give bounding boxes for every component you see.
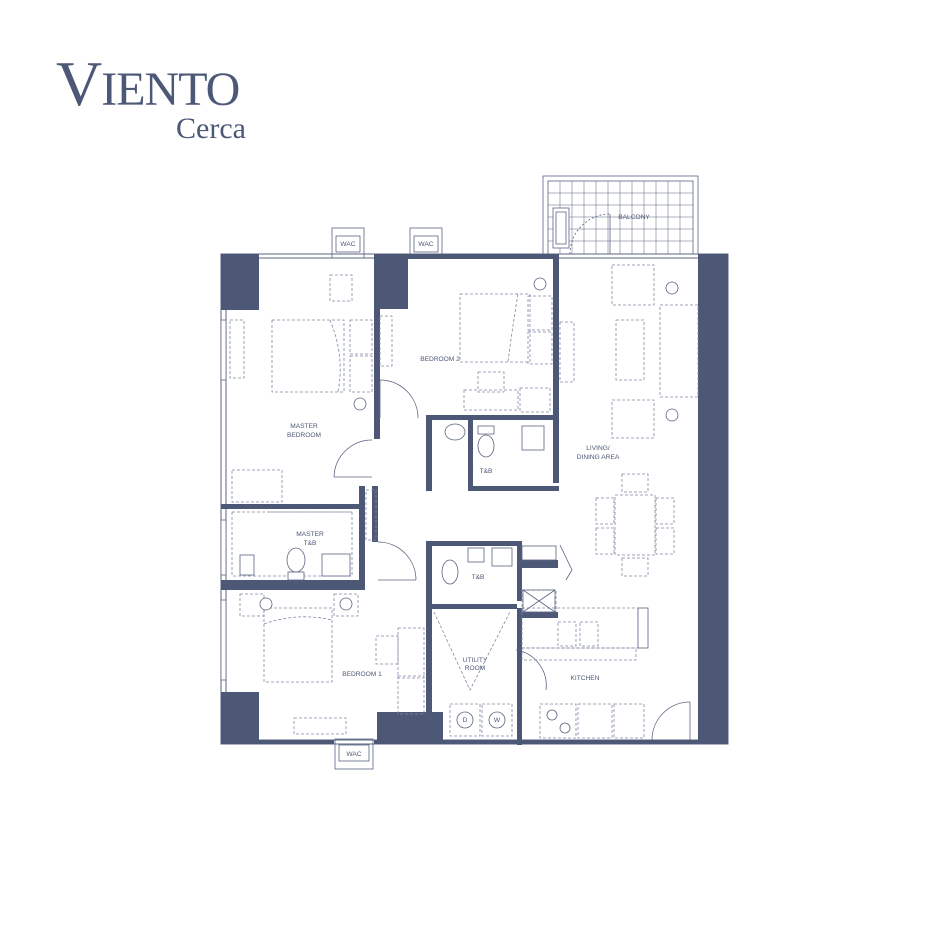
wac-units (331, 227, 443, 770)
logo-initial: V (56, 48, 102, 119)
utility-label-line2: ROOM (465, 665, 486, 672)
washer-label: W (494, 717, 501, 724)
master-tb-label-line2: T&B (304, 540, 317, 547)
living-label-line1: LIVING/ (586, 445, 610, 452)
balcony-label: BALCONY (618, 214, 650, 221)
wac-label-bottom: WAC (346, 751, 361, 758)
bedroom2-label: BEDROOM 2 (420, 356, 460, 363)
master-tb-label-line1: MASTER (296, 531, 324, 538)
dryer-label: D (463, 717, 468, 724)
furniture (229, 264, 699, 739)
fixtures (239, 277, 679, 734)
master-bedroom-label-line1: MASTER (290, 423, 318, 430)
wac-label-top-left: WAC (340, 241, 355, 248)
viento-cerca-logo: VIENTO Cerca (56, 52, 246, 144)
bedroom1-label: BEDROOM 1 (342, 671, 382, 678)
logo-sub: Cerca (176, 112, 246, 145)
doors (333, 379, 691, 741)
walls (221, 254, 728, 745)
tb-mid-label: T&B (472, 574, 485, 581)
utility-label-line1: UTILITY (463, 657, 488, 664)
living-label-line2: DINING AREA (577, 454, 620, 461)
wac-label-top-right: WAC (418, 241, 433, 248)
windows (220, 319, 227, 681)
sto-label: STO (534, 563, 547, 570)
logo-brand: VIENTO (56, 52, 240, 122)
master-bedroom-label-line2: BEDROOM (287, 432, 321, 439)
room-labels: BALCONY WAC WAC WAC BEDROOM 2 MASTER BED… (287, 214, 650, 758)
tb-top-label: T&B (480, 468, 493, 475)
logo-rest: IENTO (101, 63, 240, 116)
kitchen-label: KITCHEN (571, 675, 600, 682)
